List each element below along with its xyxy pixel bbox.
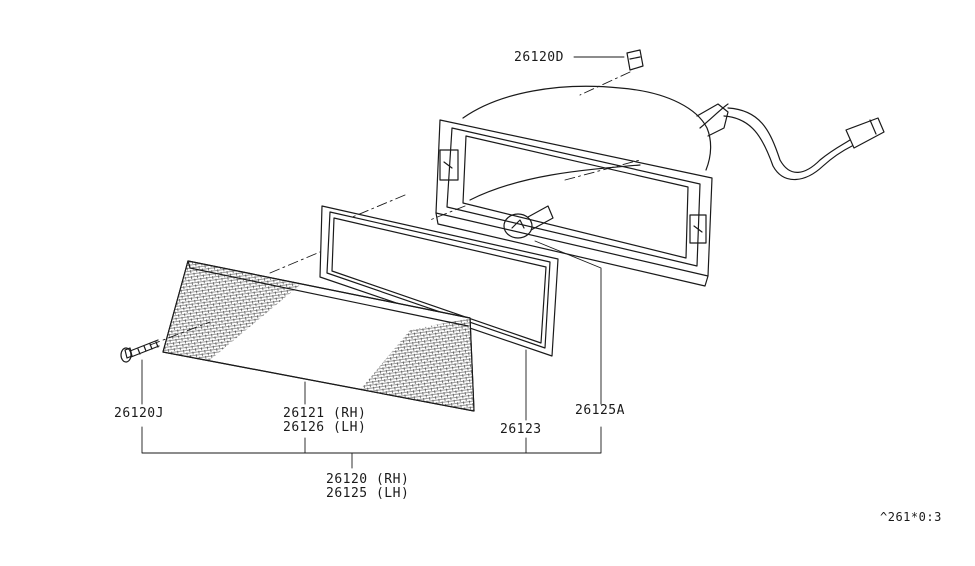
label-assembly-rh-part-number: 26120 (RH) [326, 472, 410, 487]
lens [162, 260, 475, 412]
alignment-lines [149, 71, 641, 346]
leader-lines [141, 56, 625, 469]
label-lens-rh-part-number: 26121 (RH) [283, 406, 367, 421]
clip [626, 49, 644, 71]
label-assembly-lh-part-number: 26125 (LH) [326, 486, 410, 501]
label-housing-part-number: 26125A [575, 403, 625, 418]
label-gasket-part-number: 26123 [500, 422, 542, 437]
label-lens-lh-part-number: 26126 (LH) [283, 420, 367, 435]
wire-harness [723, 107, 885, 181]
gasket [319, 205, 559, 357]
label-screw-part-number: 26120J [114, 406, 164, 421]
bulb [503, 205, 554, 239]
screw [120, 339, 160, 363]
diagram-reference-code: ^261*0:3 [880, 510, 942, 524]
lamp-housing [435, 85, 729, 287]
label-clip-part-number: 26120D [514, 50, 564, 65]
